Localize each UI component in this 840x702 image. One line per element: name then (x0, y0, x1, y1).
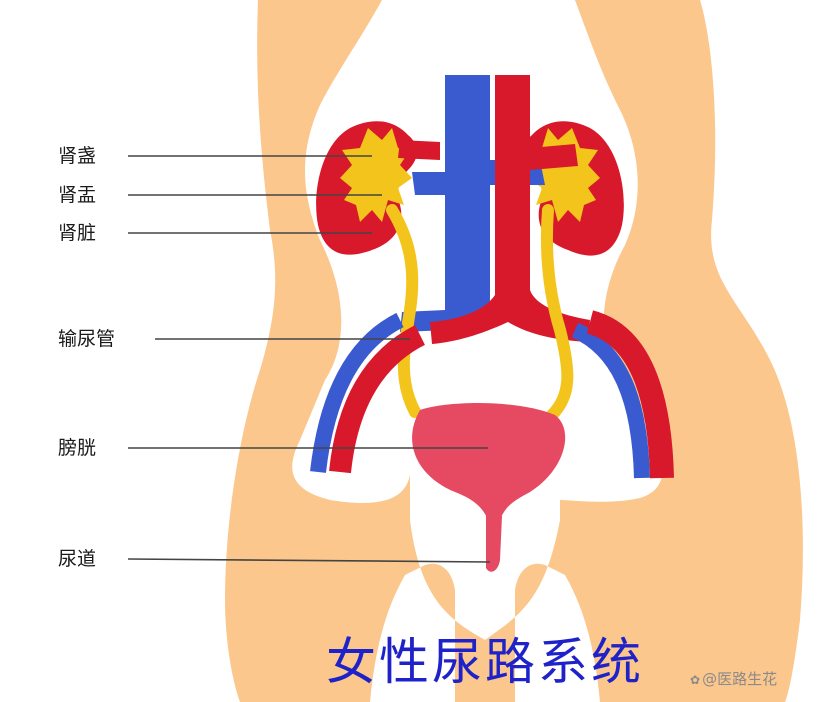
bladder (412, 403, 566, 520)
iliac-artery-right (586, 310, 674, 479)
iliac-artery-left (329, 325, 426, 474)
vena-cava (400, 75, 545, 332)
label-ureter: 输尿管 (58, 328, 116, 350)
diagram-title: 女性尿路系统 (326, 633, 644, 691)
watermark-text: @医路生花 (702, 670, 778, 688)
flower-icon: ✿ (690, 673, 701, 687)
iliac-vein-right (571, 322, 650, 479)
aorta (430, 75, 590, 344)
pointer-line-urethra (127, 558, 491, 563)
iliac-vein-left (310, 312, 404, 473)
label-kidney: 肾脏 (58, 222, 97, 244)
label-renal-pelvis: 肾盂 (58, 184, 97, 206)
body-silhouette (225, 0, 803, 702)
watermark: ✿@医路生花 (690, 668, 777, 689)
label-renal-calyx: 肾盏 (58, 145, 97, 167)
pointer-lines (127, 155, 491, 563)
urethra (486, 516, 502, 572)
label-urethra: 尿道 (58, 548, 97, 570)
label-bladder: 膀胱 (58, 437, 97, 459)
ureter-left (386, 204, 421, 418)
ureter-right (540, 204, 574, 421)
renal-calyx-left (340, 128, 412, 222)
renal-vessel-left (398, 140, 440, 160)
